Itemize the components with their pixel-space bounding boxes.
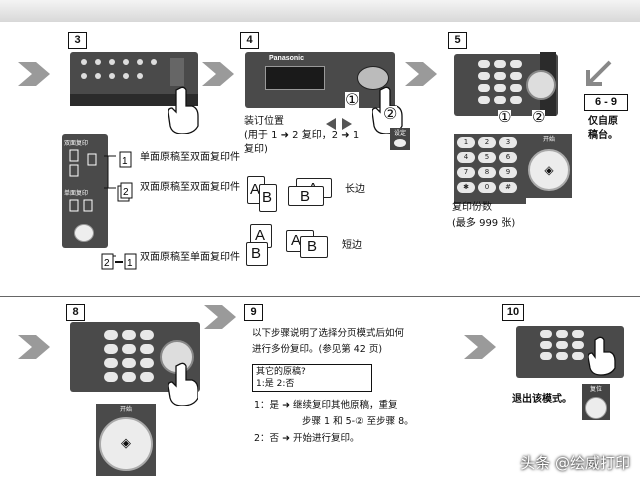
binding-position-note-1: (用于 1 ➜ 2 复印，2 ➜ 1 — [244, 130, 360, 141]
callout-1: ① — [498, 108, 512, 126]
callout-2: ② — [383, 104, 398, 123]
skip-arrow-icon — [586, 60, 612, 86]
option-2-to-2-text: 双面原稿至双面复印件 — [140, 180, 240, 196]
step9-intro-2: 进行多份复印。(参见第 42 页) — [252, 344, 383, 355]
keypad-key[interactable]: 5 — [478, 152, 496, 163]
nav-arrows-icon — [326, 118, 352, 130]
exit-mode-text: 退出该模式。 — [512, 394, 572, 405]
pressing-hand-icon — [168, 362, 198, 406]
start-button-closeup[interactable]: 开始 ◈ — [96, 404, 156, 476]
start-diamond-icon: ◈ — [99, 417, 153, 471]
single-to-duplex-icon: 1 — [119, 151, 132, 168]
svg-text:2: 2 — [123, 187, 129, 198]
header-band — [0, 0, 640, 22]
connector-lines — [104, 155, 116, 257]
option-yes-line-2: 步骤 1 和 5-② 至步骤 8。 — [302, 416, 414, 427]
original-glass-note-2: 稿台。 — [588, 130, 618, 141]
keypad-key[interactable]: 7 — [457, 167, 475, 178]
mini-keypad — [540, 330, 584, 360]
svg-text:1: 1 — [127, 258, 133, 269]
pressing-hand-icon — [588, 336, 616, 376]
keypad-key[interactable]: 2 — [478, 137, 496, 148]
keypad-key[interactable]: 9 — [499, 167, 517, 178]
start-button-label: 开始 — [542, 136, 555, 143]
chevron-arrow-icon — [202, 62, 234, 86]
step-number: 4 — [240, 32, 259, 49]
step-number: 3 — [68, 32, 87, 49]
lcd-prompt-line-2: 1:是 2:否 — [256, 379, 295, 389]
keypad-key[interactable]: 8 — [478, 167, 496, 178]
brand-logo: Panasonic — [269, 55, 305, 62]
start-button-large[interactable]: 开始 ◈ — [526, 134, 572, 198]
lcd-prompt-line-1: 其它的原稿? — [256, 367, 306, 377]
section-divider — [0, 296, 640, 297]
single-indicator-icon — [69, 199, 93, 212]
binding-position-note-2: 复印) — [244, 144, 268, 155]
reset-button[interactable]: 复位 — [582, 384, 610, 420]
short-edge-label: 短边 — [342, 240, 362, 251]
start-button-small[interactable] — [526, 70, 556, 100]
start-button-label: 开始 — [119, 406, 132, 413]
chevron-arrow-icon — [18, 62, 50, 86]
step-number: 5 — [448, 32, 467, 49]
mini-keypad — [104, 330, 154, 382]
copy-count-label: 复印份数 — [452, 202, 492, 213]
chevron-arrow-icon — [204, 305, 236, 329]
option-1-to-2-label: 单面原稿至双面复印件 — [140, 152, 240, 163]
callout-2: ② — [532, 108, 546, 126]
long-edge-label: 长边 — [345, 184, 365, 195]
option-2-to-2-label: 双面原稿至双面复印件 — [140, 182, 240, 193]
chevron-arrow-icon — [464, 335, 496, 359]
lcd-prompt: 其它的原稿? 1:是 2:否 — [252, 364, 372, 392]
binding-position-title: 装订位置 — [244, 116, 284, 127]
long-edge-landscape-b: B — [288, 186, 324, 206]
duplex-to-duplex-icon: 2 — [117, 182, 133, 202]
option-yes-line-1: 1：是 ➜ 继续复印其他原稿，重复 — [254, 400, 398, 411]
step-number: 10 — [502, 304, 524, 321]
set-button[interactable]: 设定 — [390, 128, 410, 150]
step9-intro-1: 以下步骤说明了选择分页模式后如何 — [252, 328, 405, 339]
keypad-key[interactable]: 4 — [457, 152, 475, 163]
start-diamond-icon: ◈ — [528, 149, 570, 191]
reset-button-label: 复位 — [589, 386, 602, 393]
duplex-button[interactable] — [74, 224, 94, 242]
single-panel-label: 单面复印 — [64, 190, 89, 197]
keypad-key[interactable]: ✱ — [457, 182, 475, 193]
mini-keypad — [478, 60, 522, 104]
option-2-to-1-label: 双面原稿至单面复印件 — [140, 252, 240, 263]
chevron-arrow-icon — [18, 335, 50, 359]
option-1-to-2-text: 单面原稿至双面复印件 — [140, 150, 240, 166]
step-number: 8 — [66, 304, 85, 321]
pressing-hand-icon — [168, 86, 199, 134]
svg-text:1: 1 — [122, 156, 128, 167]
nav-dial[interactable] — [357, 66, 389, 90]
keypad-key[interactable]: 1 — [457, 137, 475, 148]
duplex-panel: 双面复印 单面复印 — [62, 134, 108, 248]
step-number: 9 — [244, 304, 263, 321]
lcd-screen — [265, 66, 325, 90]
option-no-line: 2：否 ➜ 开始进行复印。 — [254, 433, 360, 444]
short-edge-sheet-b: B — [246, 242, 268, 266]
step-range: 6 - 9 — [584, 94, 628, 111]
keypad-key[interactable]: 0 — [478, 182, 496, 193]
keypad-key[interactable]: 3 — [499, 137, 517, 148]
original-glass-note-1: 仅自原 — [588, 116, 618, 127]
chevron-arrow-icon — [405, 62, 437, 86]
option-2-to-1-text: 双面原稿至单面复印件 — [140, 250, 240, 266]
duplex-indicator-icons — [69, 149, 97, 177]
copy-count-range: (最多 999 张) — [452, 218, 516, 229]
callout-1: ① — [345, 90, 360, 109]
keypad-key[interactable]: # — [499, 182, 517, 193]
lcd-panel-illustration: Panasonic — [245, 52, 395, 108]
duplex-panel-label: 双面复印 — [64, 140, 89, 147]
control-panel-illustration — [70, 52, 198, 106]
set-button-label: 设定 — [393, 130, 406, 137]
svg-text:2: 2 — [104, 258, 110, 269]
short-edge-landscape-b: B — [300, 236, 328, 258]
keypad-key[interactable]: 6 — [499, 152, 517, 163]
long-edge-sheet-b: B — [259, 184, 277, 212]
watermark: 头条 @绘威打印 — [520, 454, 630, 472]
